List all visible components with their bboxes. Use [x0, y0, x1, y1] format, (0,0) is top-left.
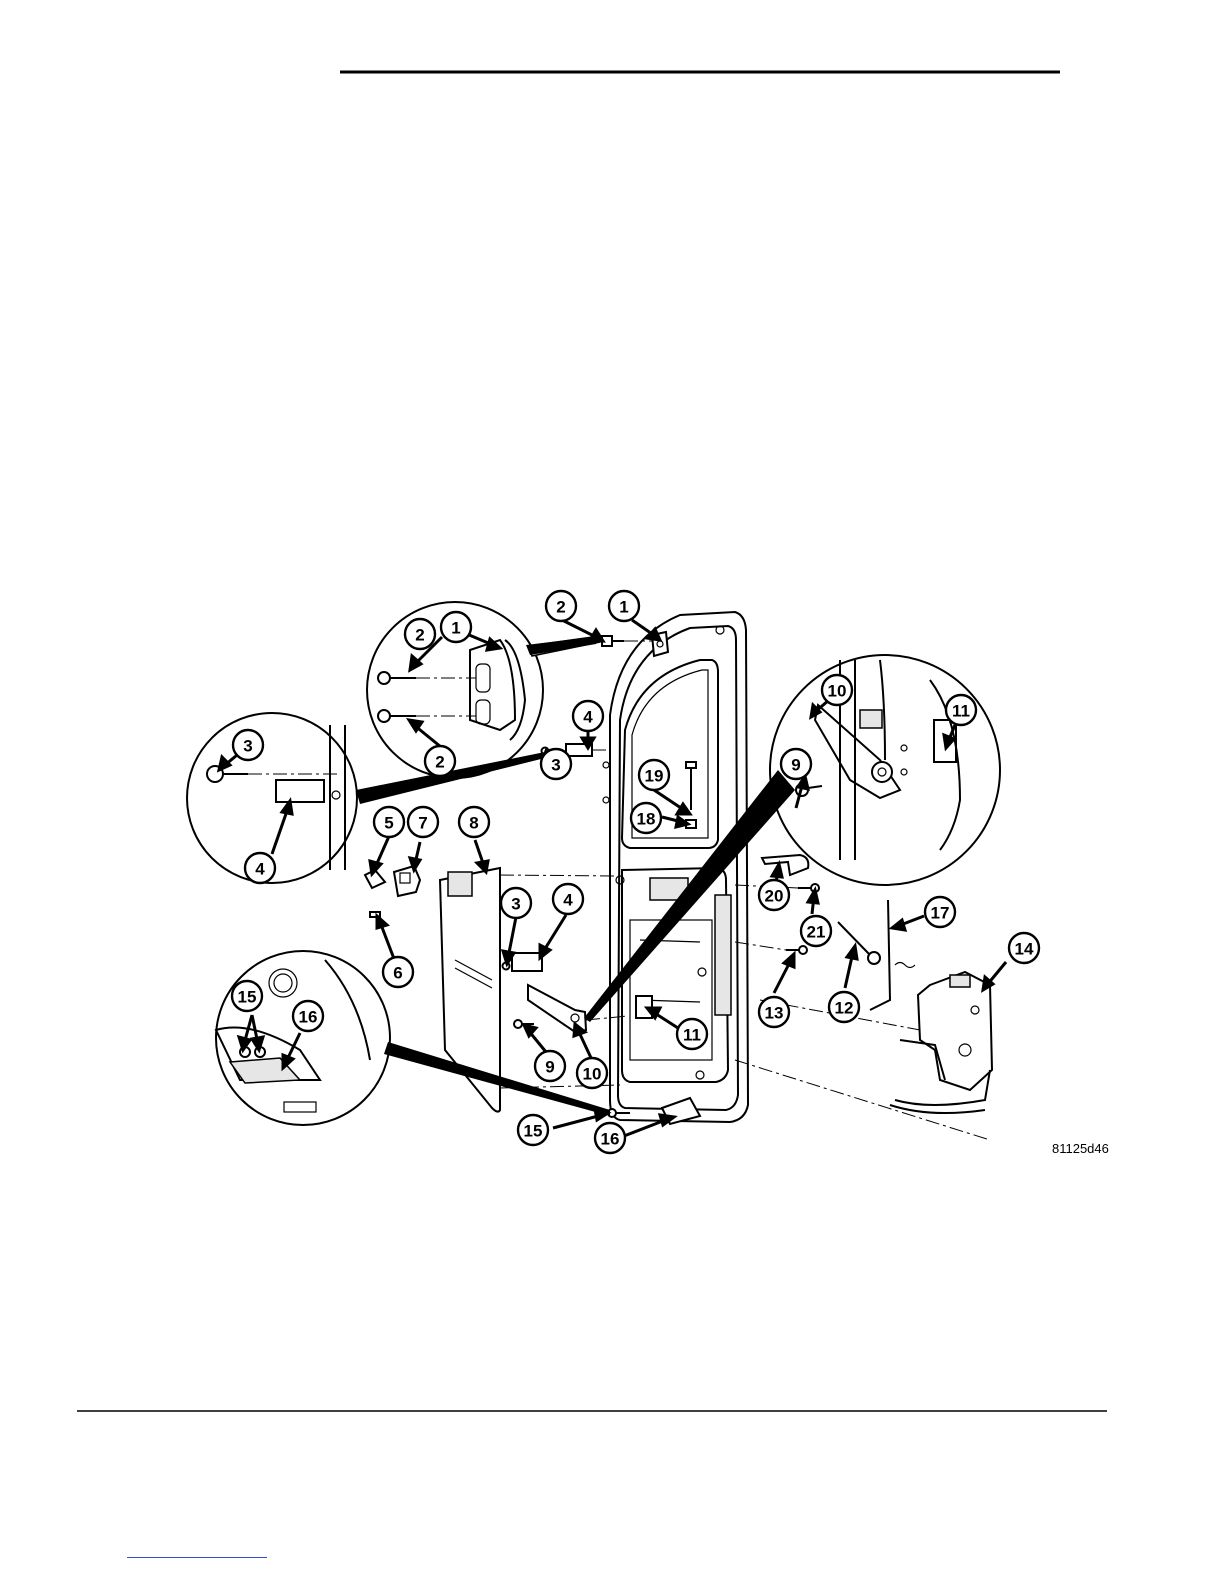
- callout-15: 15: [518, 1115, 548, 1145]
- bolt-top: [602, 636, 624, 646]
- callout-10: 10: [577, 1058, 607, 1088]
- lock-rod-12: [838, 922, 880, 964]
- callout-number: 1: [619, 598, 628, 617]
- callout-12: 12: [829, 992, 859, 1022]
- callout-number: 14: [1015, 940, 1034, 959]
- callout-9: 9: [535, 1051, 565, 1081]
- callout-number: 12: [835, 999, 854, 1018]
- callout-number: 13: [765, 1004, 784, 1023]
- callout-16: 16: [293, 1001, 323, 1031]
- callout-10: 10: [822, 675, 852, 705]
- callout-number: 18: [637, 810, 656, 829]
- callout-number: 19: [645, 767, 664, 786]
- callout-18: 18: [631, 803, 661, 833]
- callout-5: 5: [374, 807, 404, 837]
- callout-number: 15: [524, 1122, 543, 1141]
- callout-9: 9: [781, 749, 811, 779]
- callout-1: 1: [609, 591, 639, 621]
- callout-number: 5: [384, 814, 393, 833]
- footer-link-underline: [127, 1557, 267, 1558]
- callout-15: 15: [232, 981, 262, 1011]
- callout-13: 13: [759, 997, 789, 1027]
- callout-1: 1: [441, 612, 471, 642]
- callout-7: 7: [408, 807, 438, 837]
- callout-number: 7: [418, 814, 427, 833]
- callout-number: 3: [511, 895, 520, 914]
- callout-20: 20: [759, 880, 789, 910]
- callout-16: 16: [595, 1123, 625, 1153]
- callout-number: 15: [238, 988, 257, 1007]
- callout-2: 2: [546, 591, 576, 621]
- callout-4: 4: [553, 884, 583, 914]
- callout-number: 4: [563, 891, 573, 910]
- callout-number: 3: [243, 737, 252, 756]
- callout-number: 2: [435, 753, 444, 772]
- latch-assembly: [890, 963, 992, 1114]
- callout-4: 4: [245, 853, 275, 883]
- callout-3: 3: [541, 749, 571, 779]
- callout-19: 19: [639, 760, 669, 790]
- callout-number: 11: [952, 702, 970, 721]
- callout-number: 9: [791, 756, 800, 775]
- callout-number: 10: [828, 682, 847, 701]
- callout-21: 21: [801, 916, 831, 946]
- callout-8: 8: [459, 807, 489, 837]
- callout-6: 6: [383, 957, 413, 987]
- callout-number: 4: [255, 860, 265, 879]
- callout-11: 11: [946, 695, 976, 725]
- clip-7: [394, 866, 420, 896]
- callout-number: 3: [551, 756, 560, 775]
- callout-14: 14: [1009, 933, 1039, 963]
- callout-2: 2: [425, 746, 455, 776]
- callout-number: 16: [299, 1008, 318, 1027]
- callout-number: 21: [807, 923, 826, 942]
- callout-17: 17: [925, 897, 955, 927]
- callout-number: 9: [545, 1058, 554, 1077]
- callout-number: 20: [765, 887, 784, 906]
- callout-number: 10: [583, 1065, 602, 1084]
- callout-2: 2: [405, 619, 435, 649]
- callout-number: 1: [451, 619, 460, 638]
- callout-3: 3: [233, 730, 263, 760]
- callout-number: 17: [931, 904, 950, 923]
- callout-number: 11: [683, 1026, 701, 1045]
- callout-3: 3: [501, 888, 531, 918]
- callout-number: 8: [469, 814, 478, 833]
- screw-13: [786, 946, 807, 954]
- callout-number: 4: [583, 708, 593, 727]
- callout-number: 2: [415, 626, 424, 645]
- callout-number: 6: [393, 964, 402, 983]
- figure-id-label: 81125d46: [1052, 1141, 1109, 1156]
- link-rod-20: [762, 855, 808, 875]
- callout-number: 2: [556, 598, 565, 617]
- callout-11: 11: [677, 1019, 707, 1049]
- callout-4: 4: [573, 701, 603, 731]
- callout-number: 16: [601, 1130, 620, 1149]
